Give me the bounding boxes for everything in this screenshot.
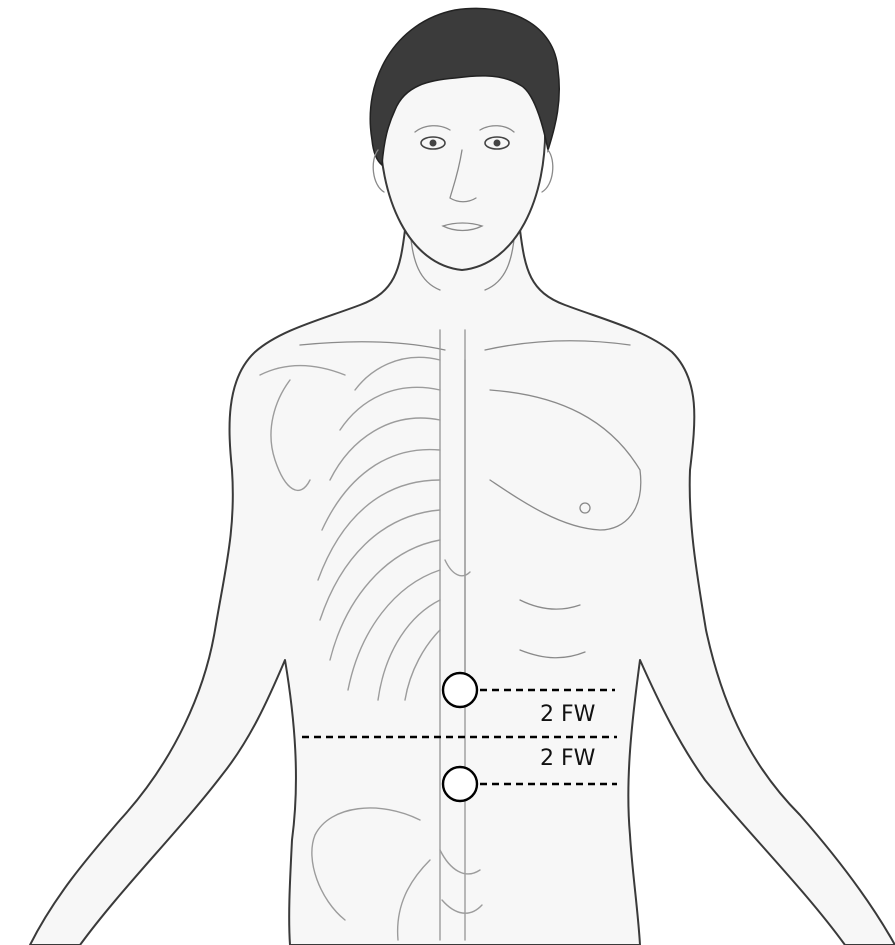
lower-distance-label: 2 FW	[540, 748, 595, 770]
body-outline	[30, 230, 895, 945]
head	[370, 8, 559, 270]
upper-acupoint-marker[interactable]	[443, 673, 477, 707]
upper-distance-label: 2 FW	[540, 704, 595, 726]
lower-acupoint-marker[interactable]	[443, 767, 477, 801]
